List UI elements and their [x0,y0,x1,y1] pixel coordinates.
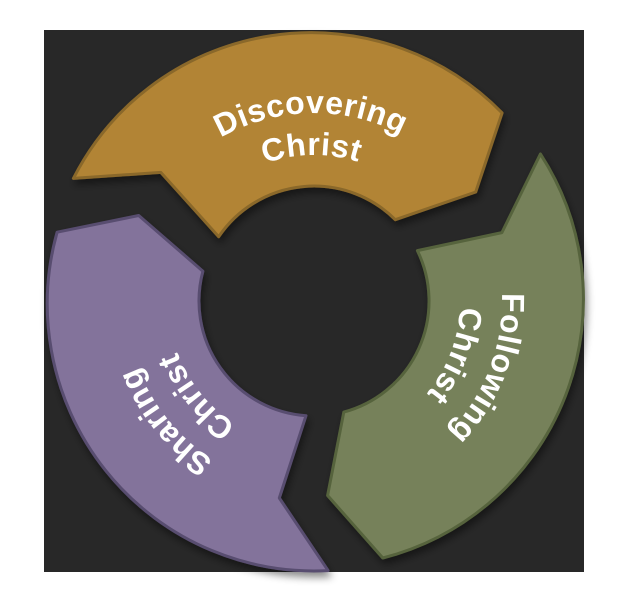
arrow-shape-sharing [45,214,330,573]
segment-discovering-christ: Discovering Christ [71,31,504,239]
segment-following-christ: Following Christ [326,152,585,560]
segment-sharing-christ: Sharing Christ [45,214,330,573]
arrow-shape-following [326,152,585,560]
arrow-shape-discovering [71,31,504,239]
